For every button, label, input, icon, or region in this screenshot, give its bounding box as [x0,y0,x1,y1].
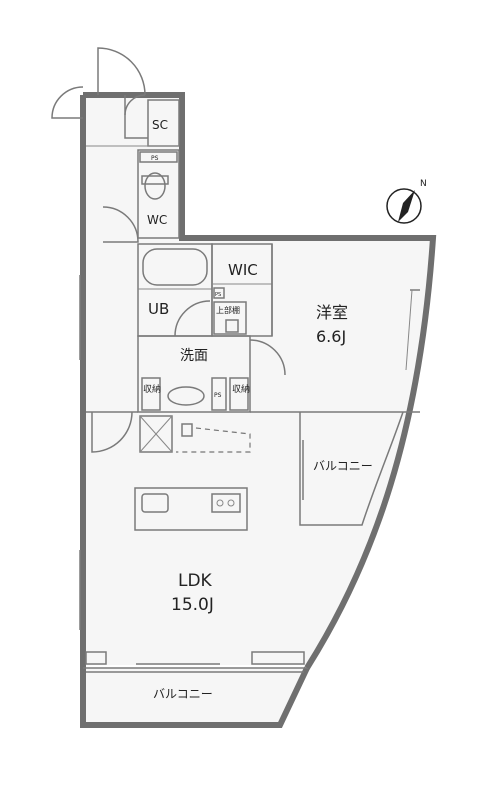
compass-north-label: N [420,179,427,189]
washroom-label: 洗面 [180,348,208,364]
toilet-room [102,149,180,243]
ldk-area [79,275,251,630]
storage-left-label: 収納 [143,383,161,395]
shoe-closet [86,99,180,147]
ldk-size: 15.0J [171,595,214,615]
upper-shelf-label: 上部棚 [216,305,240,315]
side-balcony-label: バルコニー [313,459,373,473]
wic-label: WIC [228,261,258,279]
sc-label: SC [152,118,168,132]
side-balcony [299,411,404,526]
storage-right-label: 収納 [232,383,250,395]
ps-top-label: PS [151,155,159,162]
bottom-balcony-label: バルコニー [153,687,213,701]
ps-mid-label: PS [214,392,222,399]
washroom [137,335,286,413]
ldk-name: LDK [178,571,213,591]
entrance-door [51,47,148,139]
floor-area [83,95,433,722]
ub-label: UB [148,300,169,318]
bedroom-name: 洋室 [316,303,348,322]
ps-small-label: PS [215,292,221,298]
bedroom-size: 6.6J [316,327,346,346]
bedroom-walls [250,244,420,413]
wc-label: WC [147,213,167,227]
bottom-balcony [85,651,305,665]
north-compass-icon: N [386,179,427,224]
outer-walls [80,92,437,728]
